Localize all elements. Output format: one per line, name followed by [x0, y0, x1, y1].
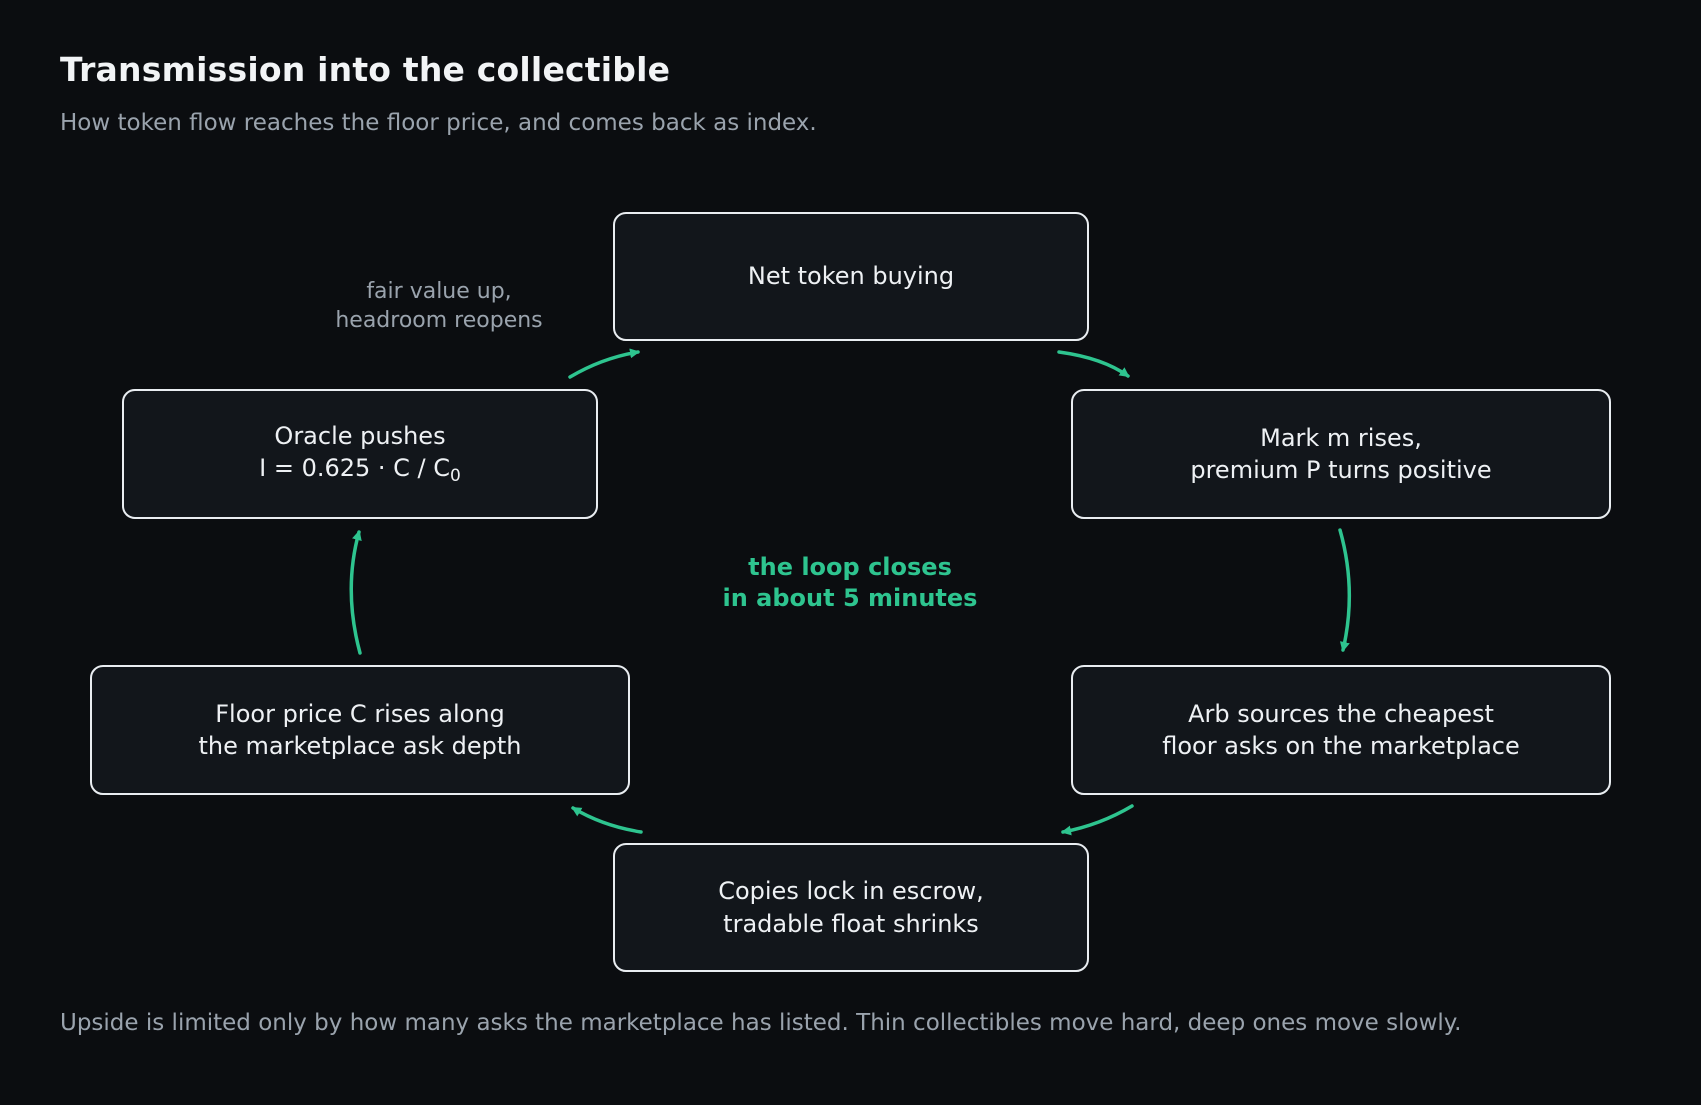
node-oracle-pushes-formula: I = 0.625 · C / C0 — [259, 452, 461, 488]
node-arb-sources-line2: floor asks on the marketplace — [1162, 732, 1520, 760]
center-label-line1: the loop closes — [748, 553, 952, 581]
node-mark-rises: Mark m rises, premium P turns positive — [1071, 389, 1611, 519]
formula-main: I = 0.625 · C / C — [259, 454, 451, 483]
arrow-copies-to-floor — [571, 806, 643, 834]
center-label-line2: in about 5 minutes — [722, 584, 978, 613]
node-oracle-pushes: Oracle pushes I = 0.625 · C / C0 — [122, 389, 598, 519]
node-arb-sources: Arb sources the cheapest floor asks on t… — [1071, 665, 1611, 795]
node-floor-price-rises: Floor price C rises along the marketplac… — [90, 665, 630, 795]
node-mark-rises-line2: premium P turns positive — [1190, 456, 1492, 484]
node-arb-sources-line1: Arb sources the cheapest — [1188, 699, 1494, 728]
arrow-net-buying-to-mark — [1057, 350, 1130, 378]
node-mark-rises-line1: Mark m rises, — [1260, 423, 1422, 452]
node-floor-price-rises-line1: Floor price C rises along — [215, 699, 505, 728]
arrow-floor-to-oracle — [349, 530, 362, 655]
page-subtitle: How token flow reaches the floor price, … — [60, 110, 817, 136]
edge-label-line1: fair value up, — [366, 279, 512, 304]
node-copies-lock-line2: tradable float shrinks — [723, 909, 979, 938]
node-net-token-buying-line1: Net token buying — [747, 262, 955, 291]
edge-label-line2: headroom reopens — [335, 307, 543, 333]
edge-label-oracle-to-buying: fair value up, headroom reopens — [309, 278, 569, 335]
node-floor-price-rises-line2: the marketplace ask depth — [198, 732, 522, 760]
page-title: Transmission into the collectible — [60, 50, 671, 89]
node-net-token-buying: Net token buying — [613, 212, 1089, 341]
arrow-arb-to-copies — [1061, 804, 1134, 836]
footer-note: Upside is limited only by how many asks … — [60, 1010, 1462, 1036]
arrow-mark-to-arb — [1338, 528, 1352, 652]
arrow-oracle-to-net-buying — [568, 348, 640, 379]
node-copies-lock-line1: Copies lock in escrow, — [718, 877, 984, 906]
node-oracle-pushes-line1: Oracle pushes — [274, 421, 446, 450]
node-copies-lock: Copies lock in escrow, tradable float sh… — [613, 843, 1089, 972]
formula-subscript: 0 — [450, 466, 461, 487]
center-label: the loop closes in about 5 minutes — [690, 552, 1010, 614]
